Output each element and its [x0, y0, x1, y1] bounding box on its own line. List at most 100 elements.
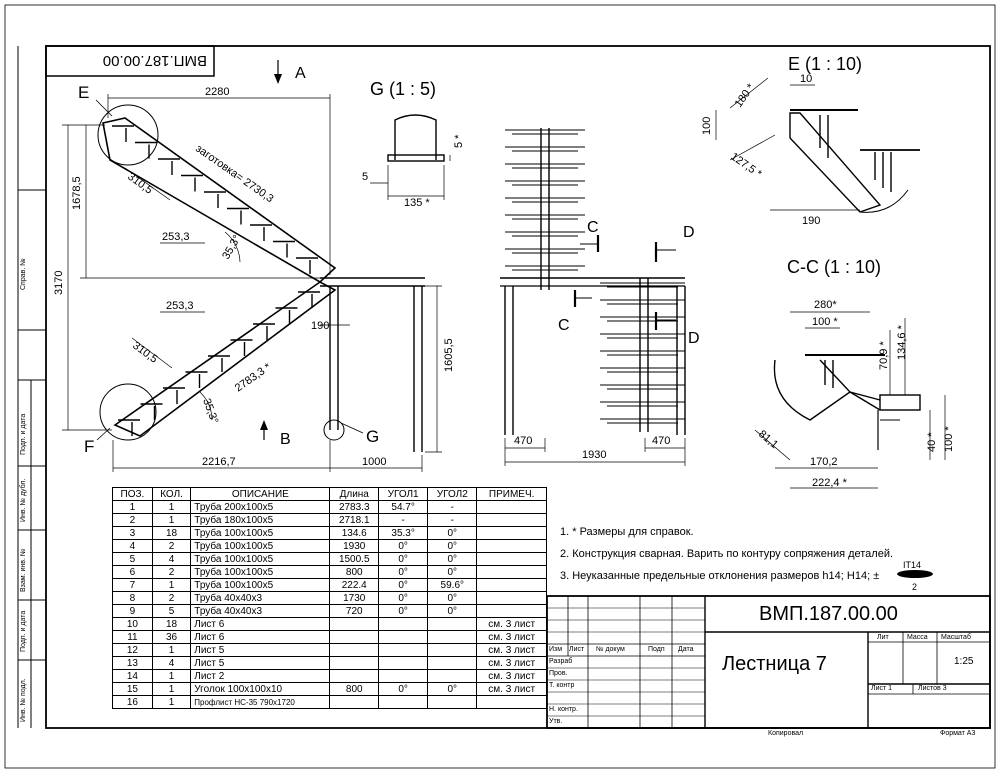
table-cell: [427, 656, 478, 670]
table-cell: [378, 669, 429, 683]
table-cell: [329, 617, 380, 631]
stamp-masshtab: Масштаб: [941, 634, 971, 641]
dim-g5s: 5 *: [453, 134, 465, 148]
table-cell: 1: [151, 695, 192, 709]
table-cell: [378, 617, 429, 631]
detail-g-view: [370, 114, 451, 200]
label-cut-d-bottom: D: [688, 330, 700, 347]
lower-flight-steps: [118, 291, 320, 436]
stamp-sheets: Листов 3: [918, 685, 947, 692]
table-cell: 1: [151, 682, 192, 696]
table-cell: 7: [112, 578, 153, 592]
dim-c709: 70,9 *: [878, 341, 890, 370]
stamp-scale: 1:25: [954, 656, 974, 667]
side-vzam: Взам. инв. №: [20, 548, 27, 592]
table-cell: 0°: [427, 552, 478, 566]
table-cell: 14: [112, 669, 153, 683]
table-cell: [329, 643, 380, 657]
table-cell: [427, 630, 478, 644]
table-header-cell: Длина: [329, 487, 380, 501]
table-cell: 2: [151, 591, 192, 605]
note-2: 2. Конструкция сварная. Варить по контур…: [560, 548, 894, 560]
table-cell: [476, 500, 547, 514]
title-view-g: G (1 : 5): [370, 79, 436, 99]
stamp-izm: Изм: [549, 646, 563, 653]
table-cell: см. 3 лист: [476, 682, 547, 696]
table-cell: 0°: [378, 682, 429, 696]
table-cell: Труба 100х100х5: [190, 578, 331, 592]
dim-1678: 1678,5: [71, 176, 83, 210]
label-cut-d-top: D: [683, 224, 695, 241]
stamp-tkontr: Т. контр: [549, 682, 575, 689]
table-header-cell: УГОЛ1: [378, 487, 429, 501]
table-header-cell: КОЛ.: [151, 487, 192, 501]
dim-470b: 470: [652, 435, 670, 447]
table-cell: 134.6: [329, 526, 380, 540]
table-cell: 8: [112, 591, 153, 605]
table-cell: 2: [112, 513, 153, 527]
table-cell: [476, 565, 547, 579]
stamp-sheet: Лист 1: [871, 685, 893, 692]
label-mark-g: G: [366, 427, 379, 446]
table-cell: 6: [112, 565, 153, 579]
dim-2783: 2783,3 *: [233, 361, 274, 395]
side-sprav: Справ. №: [20, 258, 27, 290]
table-cell: -: [427, 500, 478, 514]
dim-c280: 280*: [814, 299, 837, 311]
dim-g135: 135 *: [404, 197, 430, 209]
view-arrow-a: [274, 60, 282, 84]
table-cell: 9: [112, 604, 153, 618]
table-cell: [476, 526, 547, 540]
table-cell: 0°: [378, 539, 429, 553]
dim-e127: 127,5 *: [728, 151, 764, 181]
table-cell: [476, 513, 547, 527]
note-1: 1. * Размеры для справок.: [560, 526, 694, 538]
table-cell: 2718.1: [329, 513, 380, 527]
table-cell: 800: [329, 682, 380, 696]
label-mark-f: F: [84, 437, 94, 456]
side-view-lower-steps: [600, 282, 685, 424]
dim-c100v: 100 *: [943, 426, 955, 452]
stamp-nkontr: Н. контр.: [549, 706, 578, 713]
table-cell: [427, 695, 478, 709]
table-cell: 0°: [427, 539, 478, 553]
label-mark-e: E: [78, 83, 89, 102]
side-podp2: Подп. и дата: [20, 610, 27, 652]
dim-g5: 5: [362, 171, 368, 183]
dim-3170: 3170: [53, 271, 65, 295]
dim-1000: 1000: [362, 456, 386, 468]
table-cell: Лист 6: [190, 617, 331, 631]
side-view-upper-steps: [505, 129, 585, 271]
dim-e100: 100: [701, 117, 713, 135]
table-cell: [476, 591, 547, 605]
table-cell: Труба 100х100х5: [190, 565, 331, 579]
table-cell: Профлист НС-35 790х1720: [190, 695, 331, 709]
table-cell: 1500.5: [329, 552, 380, 566]
table-cell: -: [378, 513, 429, 527]
mirrored-code-box: [45, 45, 215, 77]
dim-c40: 40 *: [926, 432, 938, 452]
title-view-cc: C-C (1 : 10): [787, 257, 881, 277]
table-cell: 1: [151, 500, 192, 514]
table-cell: [476, 695, 547, 709]
table-cell: Труба 40х40х3: [190, 604, 331, 618]
dimension-lines: [62, 94, 442, 472]
note-3: 3. Неуказанные предельные отклонения раз…: [560, 570, 880, 582]
table-cell: Лист 2: [190, 669, 331, 683]
table-cell: 12: [112, 643, 153, 657]
table-cell: 36: [151, 630, 192, 644]
table-cell: [378, 656, 429, 670]
dim-e10: 10: [800, 73, 812, 85]
table-cell: [329, 630, 380, 644]
table-cell: [378, 643, 429, 657]
table-header-cell: ПРИМЕЧ.: [476, 487, 547, 501]
table-cell: [476, 552, 547, 566]
table-header-cell: ПОЗ.: [112, 487, 153, 501]
